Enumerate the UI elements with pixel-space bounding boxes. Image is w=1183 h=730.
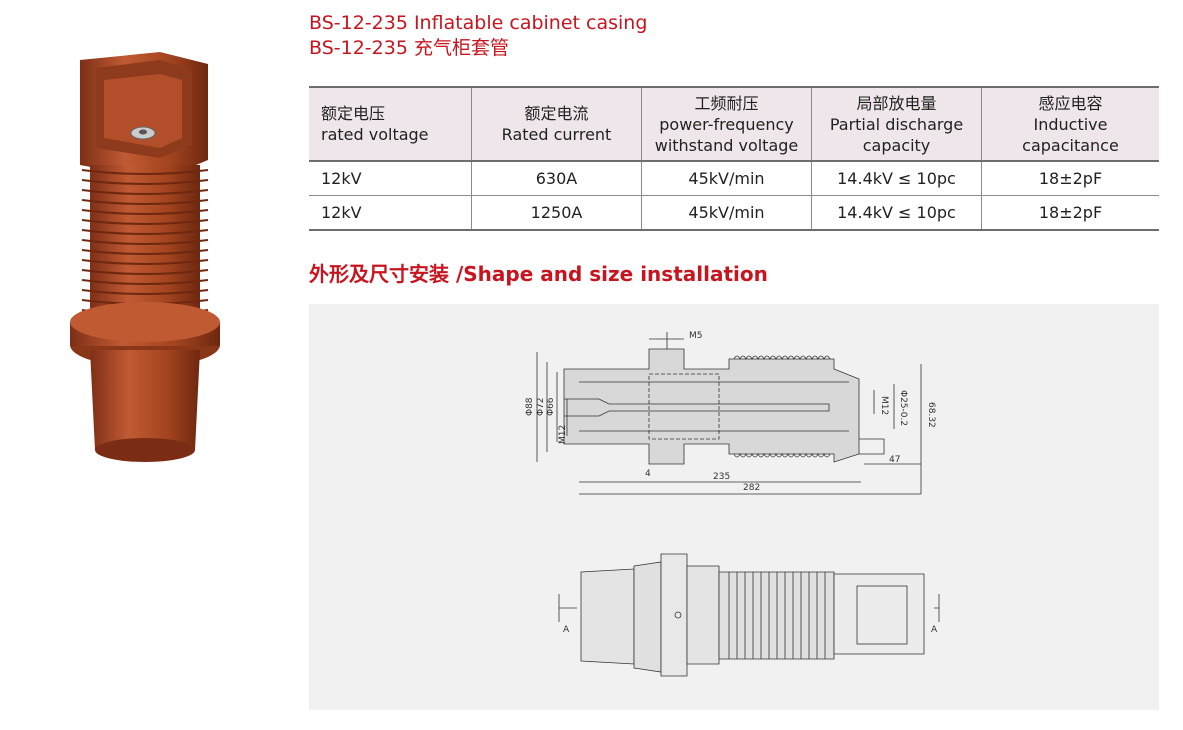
header-cn: 局部放电量 [856,93,937,113]
insulator-rib [81,189,209,195]
table-cell: 1250A [471,195,642,231]
insulator-rib [81,179,209,185]
table-cell: 14.4kV ≤ 10pc [811,160,982,196]
header-en-2: capacitance [1022,135,1119,155]
table-cell: 45kV/min [641,195,812,231]
header-en-2: withstand voltage [654,135,799,155]
section-marker-a-right: A [931,625,938,635]
table-row: 12kV 1250A 45kV/min 14.4kV ≤ 10pc 18±2pF [309,195,1159,231]
header-cn: 感应电容 [1038,93,1103,113]
insulator-rib [81,259,209,265]
technical-drawing: M5 Φ88 Φ72 Φ66 M12 M12 Φ25-0.2 68.32 4 2… [525,331,940,677]
dim-label-d66: Φ66 [546,397,556,416]
header-en-2: capacity [862,135,931,155]
header-rated-current: 额定电流 Rated current [471,86,642,162]
dim-label-47: 47 [889,455,900,465]
dim-label-d25: Φ25-0.2 [898,390,908,426]
table-cell: 45kV/min [641,160,812,196]
product-title-cn: BS-12-235 充气柜套管 [309,37,509,59]
table-cell: 18±2pF [981,195,1159,231]
dim-label-h68: 68.32 [926,402,936,428]
header-en: power-frequency [659,114,794,134]
dim-label-m12-right: M12 [879,396,889,415]
insulator-rib [81,169,209,175]
insulator-rib [81,209,209,215]
header-en: Partial discharge [829,114,964,134]
section-marker-a-left: A [563,625,570,635]
dim-label-m12-left: M12 [558,425,568,444]
insulator-rib [81,289,209,295]
header-cn: 工频耐压 [694,93,759,113]
dim-label-d72: Φ72 [536,397,546,416]
insulator-rib [81,239,209,245]
dim-label-d88: Φ88 [525,397,535,416]
header-inductive-capacitance: 感应电容 Inductive capacitance [981,86,1159,162]
header-cn: 额定电压 [321,104,386,123]
insulator-rib [81,249,209,255]
section-heading: 外形及尺寸安装 /Shape and size installation [309,262,768,286]
table-cell: 12kV [309,195,472,231]
header-cn: 额定电流 [524,104,589,123]
dim-label-282: 282 [743,483,760,493]
table-cell: 14.4kV ≤ 10pc [811,195,982,231]
header-power-frequency: 工频耐压 power-frequency withstand voltage [641,86,812,162]
header-rated-voltage: 额定电压 rated voltage [309,86,472,162]
table-cell: 12kV [309,160,472,196]
spec-table: 额定电压 rated voltage 额定电流 Rated current 工频… [309,86,1159,231]
product-photo [70,52,220,462]
dim-label-4: 4 [645,469,651,479]
spec-table-header-row: 额定电压 rated voltage 额定电流 Rated current 工频… [309,86,1159,162]
header-en: Rated current [501,125,612,144]
technical-drawing-panel: M5 Φ88 Φ72 Φ66 M12 M12 Φ25-0.2 68.32 4 2… [309,304,1159,710]
header-en: rated voltage [321,125,429,144]
product-title-en: BS-12-235 Inflatable cabinet casing [309,12,648,34]
dim-label-235: 235 [713,472,730,482]
table-cell: 630A [471,160,642,196]
header-en: Inductive [1033,114,1108,134]
insulator-rib [81,229,209,235]
header-partial-discharge: 局部放电量 Partial discharge capacity [811,86,982,162]
insulator-rib [81,279,209,285]
table-cell: 18±2pF [981,160,1159,196]
table-row: 12kV 630A 45kV/min 14.4kV ≤ 10pc 18±2pF [309,160,1159,196]
insulator-rib [81,269,209,275]
dim-label-m5: M5 [689,331,703,341]
insulator-rib [81,219,209,225]
insulator-rib [81,199,209,205]
